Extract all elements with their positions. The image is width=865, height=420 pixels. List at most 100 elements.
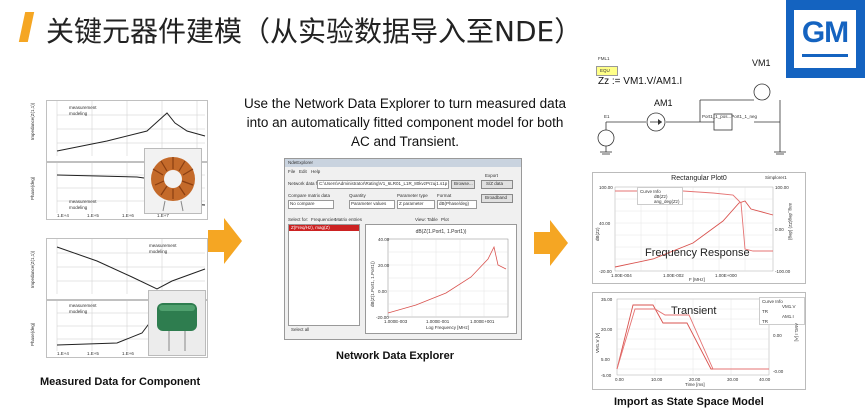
p2-legend-1: measurement <box>69 199 97 204</box>
nde-list-item-selected[interactable]: Z(Freq/Hz), mag(Z) <box>289 225 359 231</box>
p3-legend-1: measurement <box>149 243 177 248</box>
nde-radio-freq[interactable]: Frequencies <box>311 217 336 222</box>
schematic-panel: FML1 EQU Zz := VM1.V/AM1.I VM1 AM1 E1 Po… <box>584 52 794 162</box>
nde-ytick-7: -20.00 <box>376 315 389 320</box>
nde-format-select[interactable]: dB(Phase/deg) <box>437 200 477 209</box>
p4-legend-2: modeling <box>69 309 88 314</box>
freq-ylabel-right: ang_deg(Zz) [deg] <box>788 203 793 240</box>
measured-plot-impedance-2: measurement modeling <box>46 238 208 300</box>
transient-ytick-1: 35.00 <box>601 297 613 302</box>
nde-menu-edit[interactable]: Edit <box>299 169 307 174</box>
nde-browse-button[interactable]: Browse... <box>451 180 475 189</box>
freq-plot-simulator: Simplorer1 <box>765 175 787 180</box>
p1-ylabel: Impedance(Z(1,1)) <box>30 102 35 140</box>
nde-caption: Network Data Explorer <box>336 350 454 362</box>
nde-ytick-3: 20.00 <box>378 263 390 268</box>
transient-legend: Curve Info VM1.V TR AM1.I TR <box>759 297 805 325</box>
transient-xtick-5: 40.00 <box>759 377 771 382</box>
title-accent-bar <box>18 12 35 42</box>
nde-view-table[interactable]: Table <box>427 217 438 222</box>
nde-window[interactable]: NdeExplorer File Edit Help Network data … <box>284 158 522 340</box>
nde-export-button[interactable]: S/Z data <box>481 180 513 189</box>
gm-logo-underline <box>802 54 848 57</box>
nde-radio-matrix[interactable]: Matrix entries <box>335 217 363 222</box>
transient-overlay-label: Transient <box>671 305 717 317</box>
p4-xtick-2: 1.E+5 <box>87 351 99 356</box>
nde-plot-ylabel: dB(Z(1.Port1, 1.Port1)) <box>370 261 375 307</box>
nde-xtick-1: 1.000E-003 <box>384 319 408 324</box>
freq-legend: Curve Info dB(Zz) ang_deg(Zz) <box>637 187 683 205</box>
transient-plot-svg <box>616 298 770 376</box>
nde-browse-label: Browse... <box>454 181 473 186</box>
nde-compare-label: Compare matrix data <box>288 193 331 198</box>
nde-quantity-value: Parameter values <box>351 201 387 206</box>
schematic-port: Port1_1_pos...Port1_1_neg <box>702 114 758 119</box>
freq-ytick-7: -20.00 <box>599 269 612 274</box>
nde-export-btn-label: S/Z data <box>486 181 504 186</box>
p3-legend-2: modeling <box>149 249 168 254</box>
nde-select-all[interactable]: Select all <box>291 327 310 332</box>
transient-ytick-4: 20.00 <box>601 327 613 332</box>
transient-legend-1: VM1.V <box>782 304 796 309</box>
nde-xtick-3: 1.000E-001 <box>426 319 450 324</box>
nde-entry-list[interactable]: Z(Freq/Hz), mag(Z) <box>288 224 360 326</box>
transient-legend-4: TR <box>762 319 768 324</box>
schematic-e-label: E1 <box>604 114 610 119</box>
freq-legend-title: Curve Info <box>640 189 661 194</box>
p2-legend-2: modeling <box>69 205 88 210</box>
measured-caption: Measured Data for Component <box>40 376 201 388</box>
nde-select-for: Select for: <box>288 217 309 222</box>
arrow-right-1-icon <box>208 218 242 264</box>
nde-param-value: Z parameter <box>399 201 424 206</box>
nde-compare-select[interactable]: No compare <box>288 200 334 209</box>
freq-ylabel-left: dB(Zz) <box>595 227 600 242</box>
transient-xtick-1: 0.00 <box>615 377 624 382</box>
frequency-plot: Rectangular Plot0 Simplorer1 Curve Info … <box>592 172 806 284</box>
freq-plot-title: Rectangular Plot0 <box>671 175 727 182</box>
nde-quantity-select[interactable]: Parameter values <box>349 200 395 209</box>
nde-broadband-label: Broadband <box>485 195 508 200</box>
nde-quantity-label: Quantity <box>349 193 366 198</box>
transient-rtick-2: -0.00 <box>773 369 784 374</box>
schematic-am-label: AM1 <box>654 98 673 108</box>
nde-menu-file[interactable]: File <box>288 169 296 174</box>
capacitor-svg <box>157 303 197 351</box>
freq-xtick-5: 1.00E+000 <box>715 273 737 278</box>
nde-view-label: View: <box>415 217 426 222</box>
nde-view-plot[interactable]: Plot <box>441 217 449 222</box>
toroid-inductor-photo <box>144 148 202 214</box>
transient-xtick-2: 10.00 <box>651 377 663 382</box>
p2-xtick-1: 1.E+4 <box>57 213 69 218</box>
nde-file-path: C:\Users\Administrator\Rating\V1_6LR01_L… <box>319 181 448 186</box>
nde-broadband-button[interactable]: Broadband <box>481 194 513 203</box>
freq-xlabel: F [MHz] <box>689 277 705 282</box>
transient-legend-3: AM1.I <box>782 314 794 319</box>
p1-legend-1: measurement <box>69 105 97 110</box>
nde-file-input[interactable]: C:\Users\Administrator\Rating\V1_6LR01_L… <box>317 180 449 189</box>
transient-ytick-7: 5.00 <box>601 357 610 362</box>
schematic-equation: Zz := VM1.V/AM1.I <box>598 76 683 87</box>
nde-ytick-1: 40.00 <box>378 237 390 242</box>
p4-ylabel: Phase(deg) <box>30 322 35 346</box>
nde-compare-value: No compare <box>290 201 315 206</box>
transient-rtick-1: 0.00 <box>773 333 782 338</box>
page-title: 关键元器件建模（从实验数据导入至NDE） <box>46 15 583 48</box>
freq-rtick-1: 100.00 <box>775 185 789 190</box>
p4-legend-1: measurement <box>69 303 97 308</box>
nde-export-label: Export <box>485 173 499 178</box>
freq-ytick-1: 100.00 <box>599 185 613 190</box>
p2-xtick-4: 1.E+7 <box>157 213 169 218</box>
freq-legend-1: dB(Zz) <box>654 194 668 199</box>
nde-menu-help[interactable]: Help <box>311 169 321 174</box>
measured-plot-impedance-1: measurement modeling <box>46 100 208 162</box>
p1-legend-2: modeling <box>69 111 88 116</box>
freq-xtick-1: 1.00E-004 <box>611 273 632 278</box>
transient-xtick-3: 20.00 <box>689 377 701 382</box>
transient-xtick-4: 30.00 <box>727 377 739 382</box>
gm-logo-inner: GM <box>794 10 856 68</box>
nde-param-select[interactable]: Z parameter <box>397 200 435 209</box>
transient-plot: Transient Curve Info VM1.V TR AM1.I TR V… <box>592 292 806 390</box>
p2-ylabel: Phase(deg) <box>30 176 35 200</box>
capacitor-photo <box>148 290 206 356</box>
transient-ytick-9: -5.00 <box>601 373 612 378</box>
